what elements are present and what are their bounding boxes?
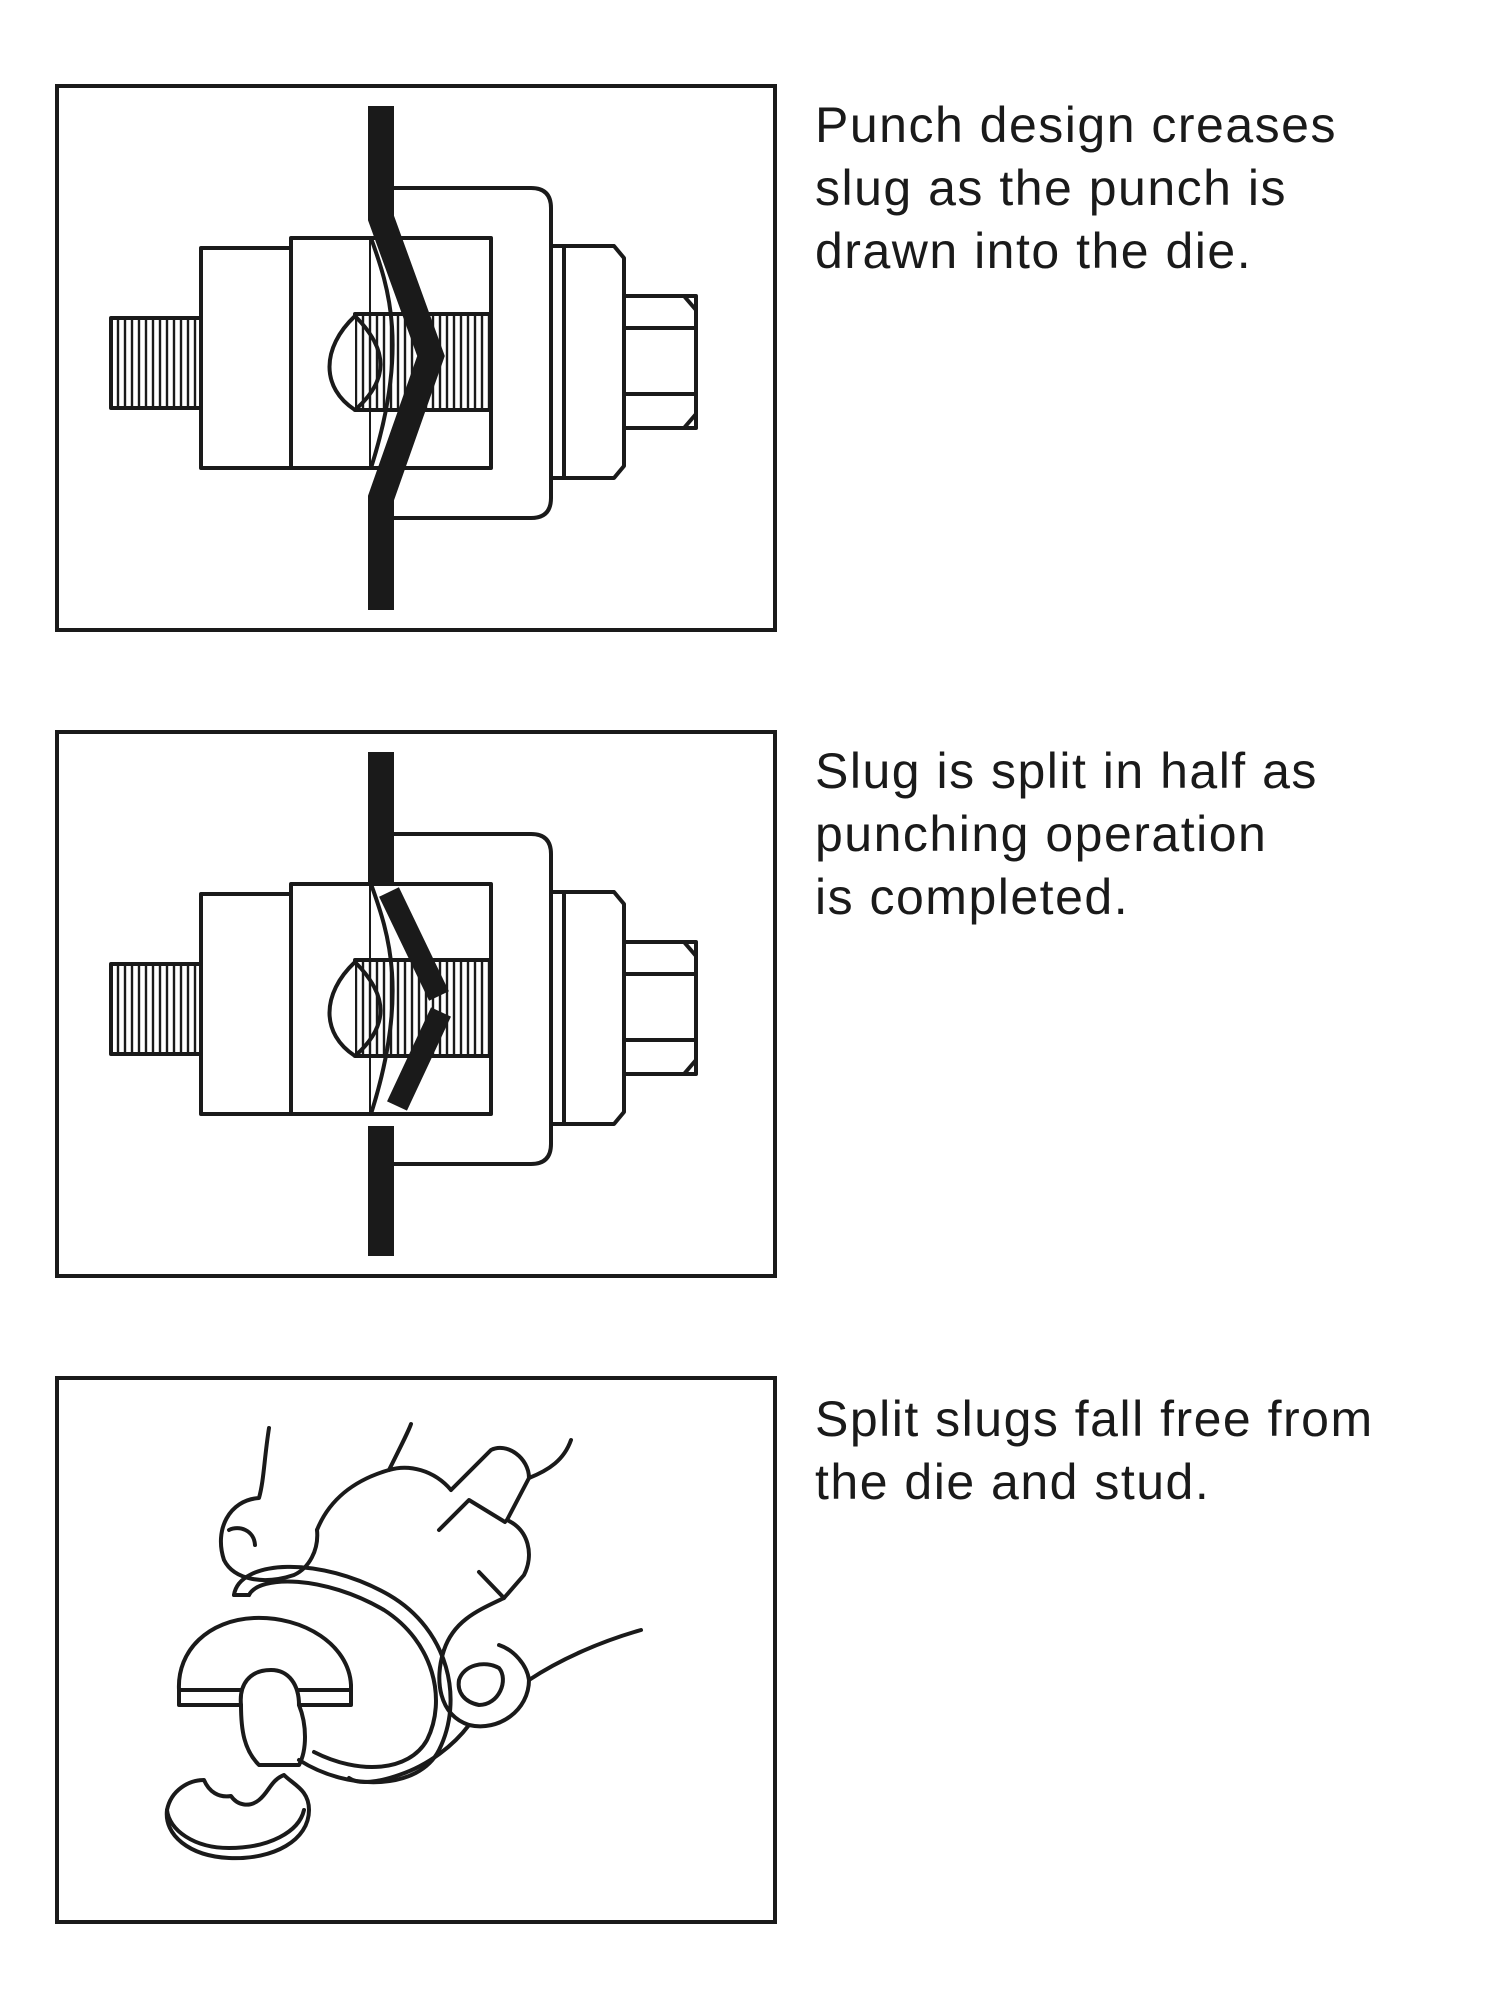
sheet-metal-creased	[368, 106, 445, 610]
die-ring	[232, 1564, 453, 1785]
hex-drive	[622, 940, 698, 1076]
step-3-illustration-panel	[55, 1376, 777, 1924]
step-2-caption-line: is completed.	[815, 869, 1130, 925]
hand-finger	[449, 1446, 531, 1522]
step-3-caption-line: Split slugs fall free from	[815, 1391, 1374, 1447]
punch-frame	[381, 186, 553, 520]
punch-nut	[551, 890, 626, 1126]
step-3-caption: Split slugs fall free from the die and s…	[815, 1388, 1475, 1514]
punch-creasing-slug-illustration	[109, 106, 698, 610]
threaded-stud	[109, 962, 203, 1056]
step-1-caption-line: drawn into the die.	[815, 223, 1253, 279]
slug-split-illustration	[109, 752, 698, 1256]
hex-drive	[622, 294, 698, 430]
stud-stem	[239, 1703, 307, 1767]
split-slug-lower-half	[387, 1007, 451, 1111]
punch-nut	[551, 244, 626, 480]
split-slug-lower	[164, 1773, 311, 1861]
split-slug-upper	[176, 1615, 353, 1707]
hand-lower-finger	[437, 1643, 531, 1729]
step-1-illustration-panel	[55, 84, 777, 632]
die-body	[199, 246, 293, 470]
punch-frame	[381, 832, 553, 1166]
step-2-caption-line: punching operation	[815, 806, 1268, 862]
step-1-caption: Punch design creases slug as the punch i…	[815, 94, 1475, 283]
step-1-caption-line: slug as the punch is	[815, 160, 1287, 216]
split-slug-upper-half	[379, 887, 449, 1001]
die-body	[199, 892, 293, 1116]
hand-thumb	[218, 1426, 320, 1582]
step-3-caption-line: the die and stud.	[815, 1454, 1211, 1510]
threaded-stud	[109, 316, 203, 410]
step-2-illustration-panel	[55, 730, 777, 1278]
hand-upper	[315, 1465, 453, 1532]
step-2-caption: Slug is split in half as punching operat…	[815, 740, 1475, 929]
step-1-caption-line: Punch design creases	[815, 97, 1337, 153]
step-2-caption-line: Slug is split in half as	[815, 743, 1318, 799]
split-slugs-falling-illustration	[164, 1422, 643, 1861]
